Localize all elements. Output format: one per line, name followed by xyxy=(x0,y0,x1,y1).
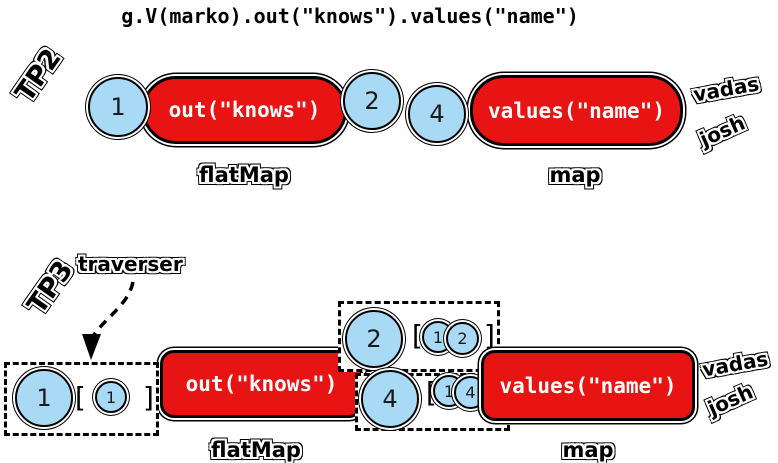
tp3-values-name-step: values("name") xyxy=(481,350,695,421)
tp3-result-vadas: vadas xyxy=(700,346,770,382)
close-bracket: ] xyxy=(141,381,158,414)
tp3-input-traverser-box: 1 [ 1 ] xyxy=(4,362,159,436)
tp2-values-name-step: values("name") xyxy=(470,75,683,146)
tp3-traverser-annotation: traverser xyxy=(78,252,183,276)
tp2-version-label: TP2 xyxy=(9,43,68,108)
tp3-mid-path-value-2-1: 1 xyxy=(432,327,444,347)
tp2-result-josh: josh xyxy=(696,110,749,152)
tp2-map-type-label: map xyxy=(549,163,601,187)
tp3-input-path-circle: 1 xyxy=(95,381,127,413)
tp3-input-traverser-value: 1 xyxy=(36,384,52,412)
open-bracket: [ xyxy=(408,319,425,352)
tp2-mid-traverser-value-2: 2 xyxy=(364,87,380,115)
tp3-mid-traverser-circle-4: 4 xyxy=(361,370,419,428)
tp3-mid-path-value-4-1: 1 xyxy=(443,381,455,401)
tp2-out-knows-label: out("knows") xyxy=(168,98,321,122)
tp3-input-path-value: 1 xyxy=(105,387,117,407)
tp3-mid-traverser-circle-2: 2 xyxy=(345,310,403,368)
tp3-mid-traverser-value-4: 4 xyxy=(382,385,398,413)
tp3-mid-traverser-value-2: 2 xyxy=(366,325,382,353)
tp2-input-traverser-circle: 1 xyxy=(88,77,148,137)
tp2-out-knows-step: out("knows") xyxy=(142,76,347,144)
tp3-mid-path-circle-2-2: 2 xyxy=(446,322,479,355)
tp2-values-name-label: values("name") xyxy=(487,98,665,123)
tp2-mid-traverser-circle-4: 4 xyxy=(408,85,466,143)
tp3-result-josh: josh xyxy=(704,379,757,421)
tp2-input-traverser-value: 1 xyxy=(110,93,126,121)
tp2-mid-traverser-value-4: 4 xyxy=(429,100,445,128)
tp2-flatmap-type-label: flatMap xyxy=(199,163,289,187)
tp3-input-traverser-circle: 1 xyxy=(15,369,73,427)
tp3-map-type-label: map xyxy=(562,438,614,462)
traverser-arrow xyxy=(82,281,135,360)
tp3-mid-traverser-box-2: 2 [ 1 2 ] xyxy=(338,301,500,372)
tp2-mid-traverser-circle-2: 2 xyxy=(343,72,401,130)
gremlin-query-title: g.V(marko).out("knows").values("name") xyxy=(121,4,579,28)
close-bracket: ] xyxy=(482,319,499,352)
tp3-mid-path-value-4-4: 4 xyxy=(465,383,476,402)
tp3-mid-path-value-2-2: 2 xyxy=(457,329,468,348)
tp2-result-vadas: vadas xyxy=(691,71,761,107)
tp3-values-name-label: values("name") xyxy=(499,373,677,398)
tp3-out-knows-step: out("knows") xyxy=(160,350,363,418)
tp3-flatmap-type-label: flatMap xyxy=(211,438,301,462)
open-bracket: [ xyxy=(71,381,88,414)
tp3-out-knows-label: out("knows") xyxy=(185,372,338,396)
